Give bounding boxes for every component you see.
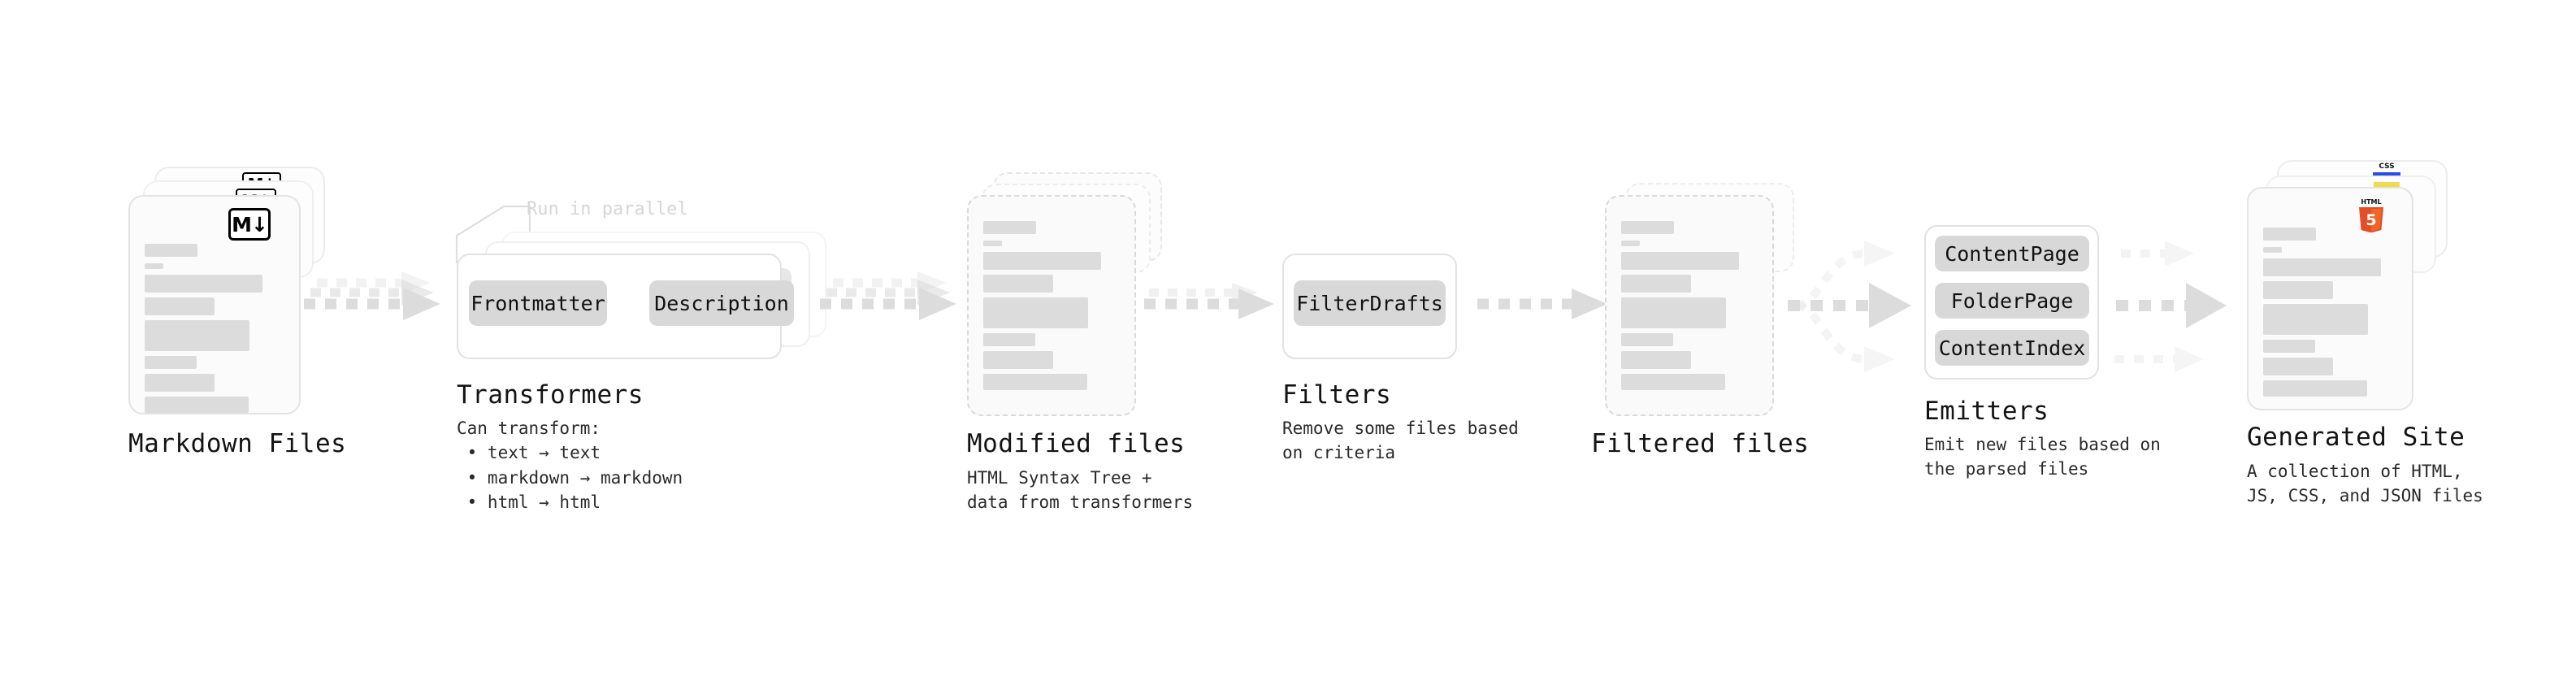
markdown-card-front[interactable]: M↓ [128,195,301,414]
site-card-front[interactable]: HTML 5 [2247,187,2413,410]
skeleton-bar [983,275,1053,293]
skeleton-bar [1621,351,1691,369]
modified-files-subtitle: HTML Syntax Tree + data from transformer… [967,468,1194,513]
emitter-chip-contentindex[interactable]: ContentIndex [1935,330,2089,366]
skeleton-bar [983,241,1002,246]
skeleton-bar [145,297,215,315]
skeleton-bar [1621,252,1739,270]
connector-transformers-to-modified [820,271,956,320]
modified-card-front[interactable] [967,195,1136,416]
filter-chip-filterdrafts[interactable]: FilterDrafts [1294,280,1446,326]
svg-text:HTML: HTML [2361,198,2381,206]
skeleton-bar [1621,297,1726,328]
run-in-parallel-bracket [455,205,531,263]
svg-text:5: 5 [2366,211,2376,229]
modified-files-title: Modified files [967,429,1186,458]
markdown-icon: M↓ [228,208,271,241]
emitters-subtitle: Emit new files based on the parsed files [1924,435,2161,479]
emitter-chip-folderpage[interactable]: FolderPage [1935,283,2089,319]
skeleton-bar [2263,258,2381,276]
skeleton-bar [2263,358,2333,375]
transformers-title: Transformers [457,380,644,410]
connector-filters-to-filtered [1477,288,1607,319]
skeleton-bar [2263,281,2333,299]
skeleton-bar [1621,221,1674,234]
filters-subtitle: Remove some files based on criteria [1282,419,1519,463]
skeleton-bar [145,244,197,257]
skeleton-bar [2263,340,2315,353]
filtered-card-front[interactable] [1605,195,1774,416]
transformer-chip-description[interactable]: Description [649,280,794,326]
connector-filtered-to-emitters [1788,241,1911,372]
skeleton-bar [1621,241,1640,246]
skeleton-bar [983,297,1088,328]
filters-title: Filters [1282,380,1392,410]
skeleton-bar [145,397,249,413]
generated-site-subtitle: A collection of HTML, JS, CSS, and JSON … [2247,462,2483,506]
skeleton-bar [145,263,163,269]
skeleton-bar [145,320,249,351]
skeleton-bar [145,356,197,369]
skeleton-bar [2263,380,2367,397]
connector-modified-to-filters [1144,283,1274,319]
skeleton-bar [2263,228,2316,241]
skeleton-bar [983,333,1035,346]
run-in-parallel-label: Run in parallel [527,199,688,219]
skeleton-bar [2263,247,2282,253]
transformers-subtitle: Can transform: • text → text • markdown … [457,419,683,513]
skeleton-bar [145,374,215,392]
transformer-chip-frontmatter[interactable]: Frontmatter [469,280,607,326]
skeleton-bar [1621,374,1725,390]
skeleton-bar [1621,333,1673,346]
css-icon: CSS [2373,163,2400,176]
skeleton-bar [1621,275,1691,293]
skeleton-bar [2263,304,2368,335]
markdown-files-title: Markdown Files [128,429,347,458]
skeleton-bar [983,221,1036,234]
skeleton-bar [983,351,1053,369]
generated-site-title: Generated Site [2247,423,2465,452]
connector-md-to-transformers [304,271,440,320]
html5-icon: HTML 5 [2359,198,2383,232]
connector-emitters-to-site [2114,241,2227,372]
skeleton-bar [983,374,1087,390]
filtered-files-title: Filtered files [1591,429,1810,458]
skeleton-bar [145,275,262,293]
emitters-title: Emitters [1924,397,2049,426]
emitter-chip-contentpage[interactable]: ContentPage [1935,236,2089,271]
skeleton-bar [983,252,1101,270]
